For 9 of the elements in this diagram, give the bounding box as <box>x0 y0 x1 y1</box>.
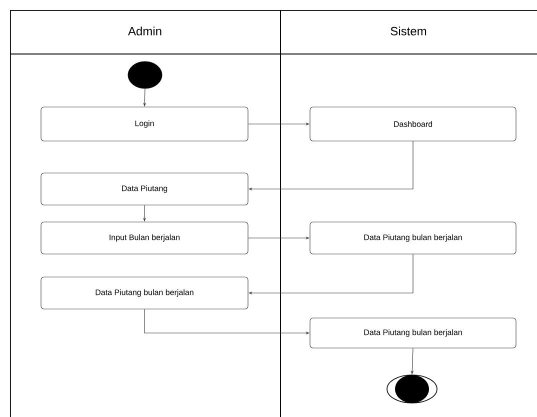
activity-box: Dashboard <box>310 106 516 142</box>
activity-box: Data Piutang bulan berjalan <box>310 318 516 348</box>
activity-box: Login <box>40 106 248 142</box>
activity-box: Input Bulan berjalan <box>40 222 248 254</box>
activity-box: Data Piutang <box>40 172 248 206</box>
activity-box: Data Piutang bulan berjalan <box>40 276 248 310</box>
start-node <box>128 61 162 89</box>
activity-box: Data Piutang bulan berjalan <box>310 222 516 254</box>
end-node <box>386 374 438 404</box>
